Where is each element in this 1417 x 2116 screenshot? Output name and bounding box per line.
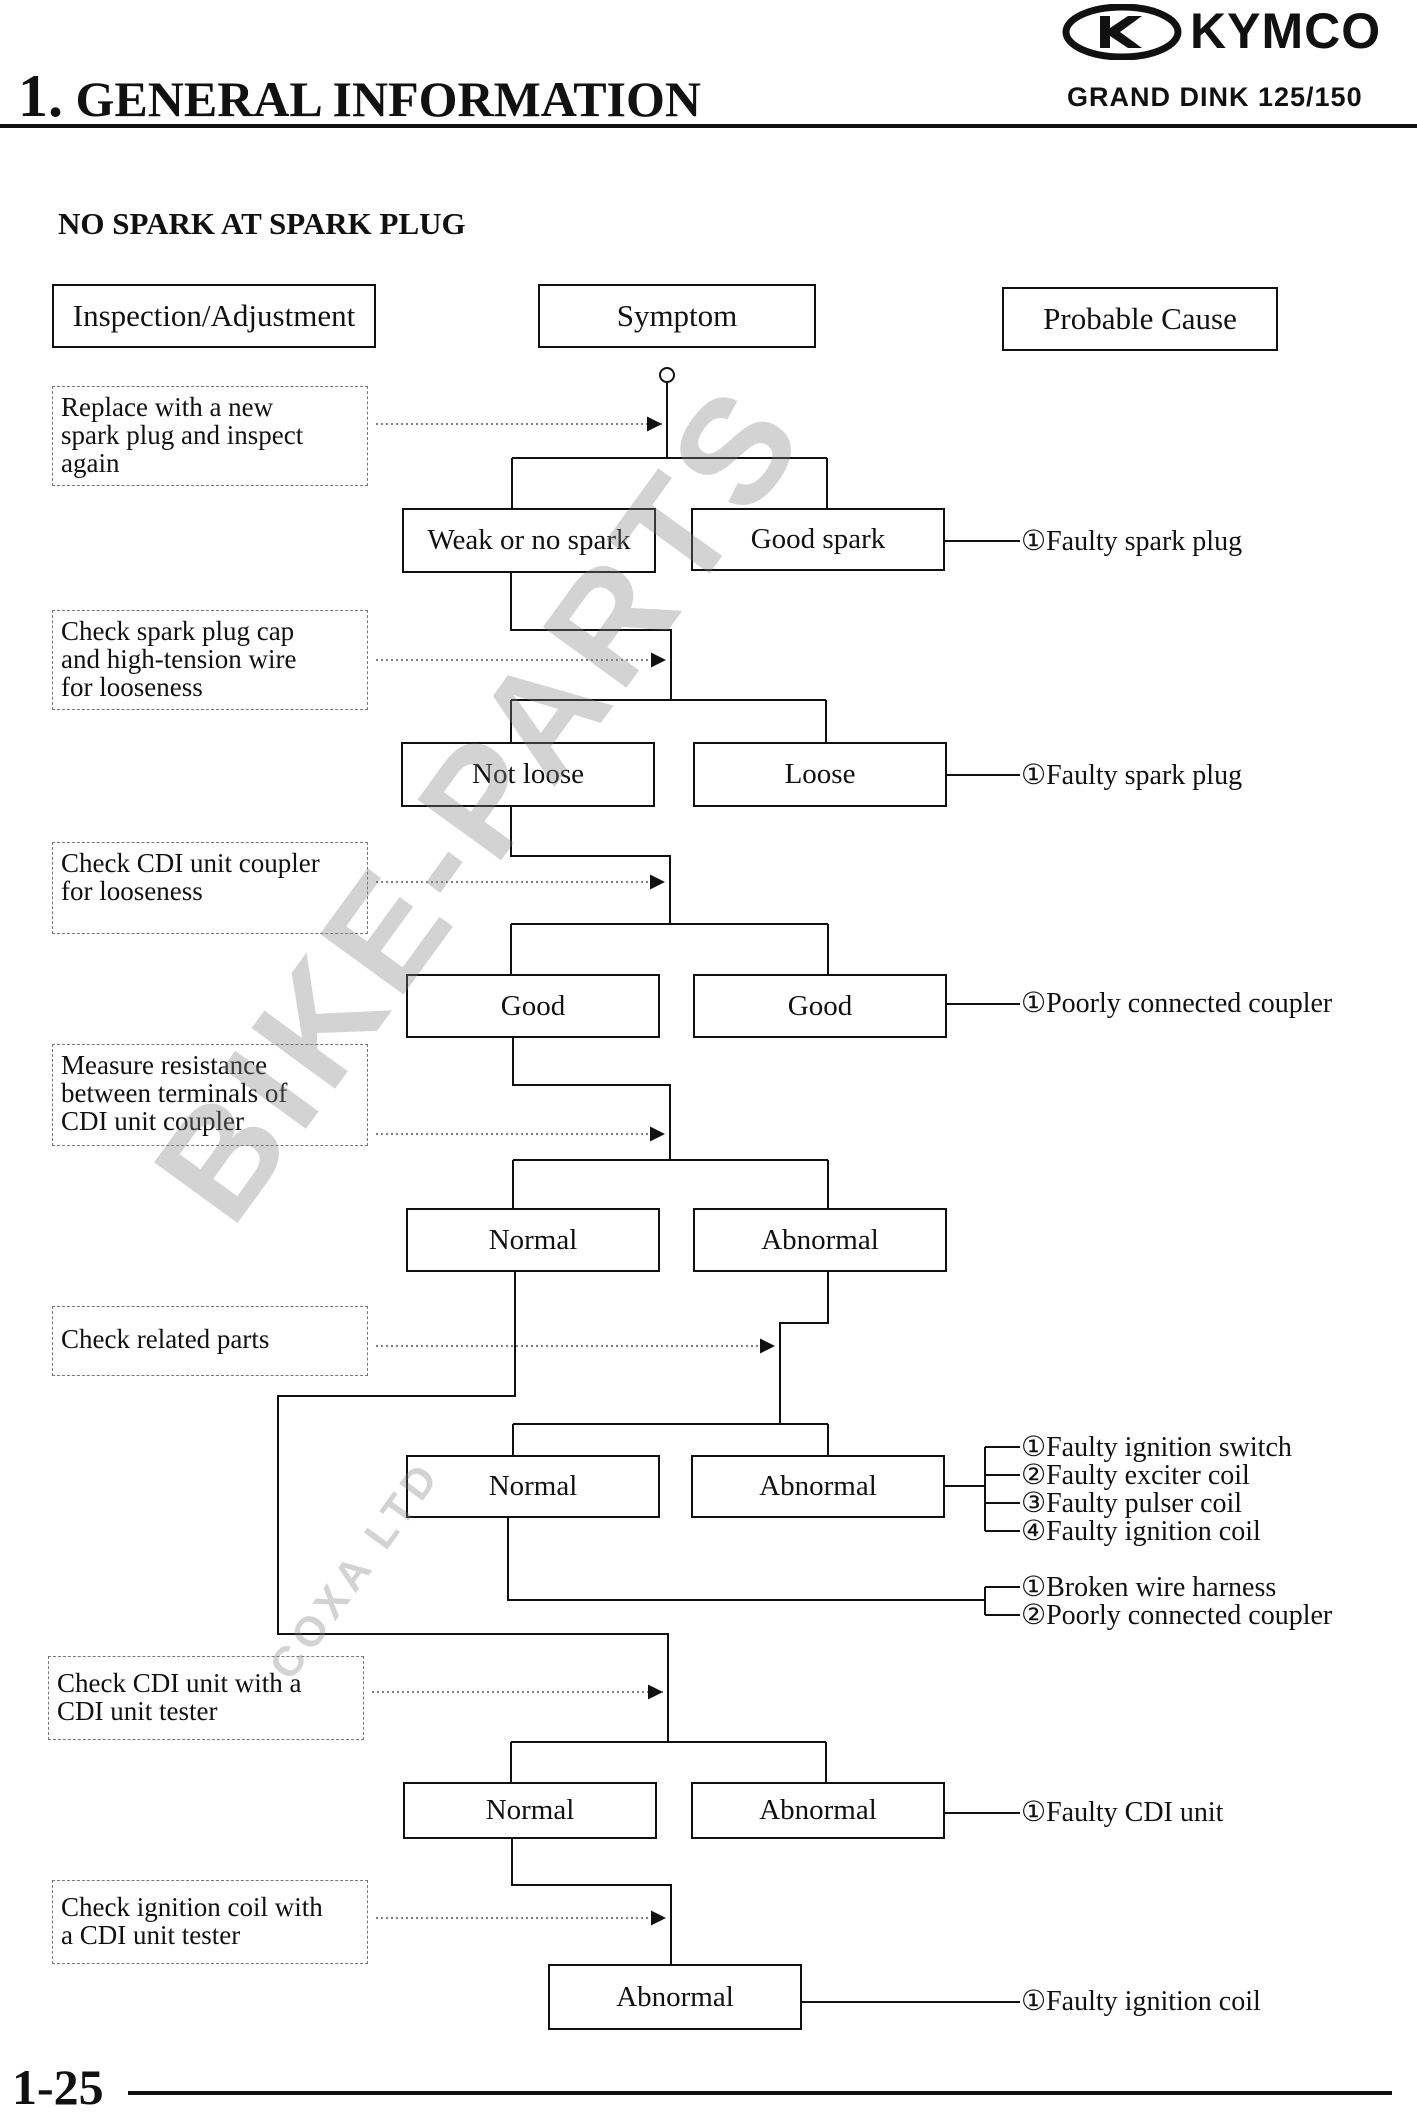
probable-cause: ①Broken wire harness [1021,1572,1277,1603]
symptom-box: Abnormal [691,1455,945,1518]
section-title-text: GENERAL INFORMATION [75,71,702,127]
probable-cause: ①Faulty ignition switch [1021,1432,1292,1463]
symptom-box: Not loose [401,742,655,807]
section-title: 1. GENERAL INFORMATION [18,62,701,131]
model-name: GRAND DINK 125/150 [1067,82,1363,112]
symptom-box: Abnormal [691,1782,945,1839]
probable-cause: ②Poorly connected coupler [1021,1600,1333,1631]
symptom-box: Good [406,974,660,1038]
column-header-cause: Probable Cause [1002,287,1278,351]
probable-cause: ①Faulty spark plug [1021,526,1243,557]
symptom-box: Normal [406,1208,660,1272]
probable-cause: ①Faulty ignition coil [1021,1986,1261,2017]
symptom-box: Normal [403,1782,657,1839]
brand-name: KYMCO [1190,3,1382,59]
page-number: 1-25 [12,2059,104,2115]
symptom-box: Abnormal [693,1208,947,1272]
inspection-step: Check spark plug cap and high-tension wi… [52,610,368,710]
probable-cause: ①Faulty spark plug [1021,760,1243,791]
symptom-box: Normal [406,1455,660,1518]
inspection-step: Replace with a new spark plug and inspec… [52,386,368,486]
column-header-inspection: Inspection/Adjustment [52,284,376,348]
symptom-box: Loose [693,742,947,807]
symptom-box: Weak or no spark [402,508,656,573]
kymco-logo: KYMCO [1062,3,1408,61]
section-number: 1. [18,63,63,129]
inspection-step: Check ignition coil with a CDI unit test… [52,1880,368,1964]
symptom-box: Good [693,974,947,1038]
kymco-emblem-icon [1062,3,1182,61]
inspection-step: Measure resistance between terminals of … [52,1044,368,1146]
header-rule [0,124,1417,128]
probable-cause: ①Faulty CDI unit [1021,1797,1224,1828]
symptom-box: Good spark [691,508,945,571]
inspection-step: Check CDI unit coupler for looseness [52,842,368,934]
inspection-step: Check related parts [52,1306,368,1376]
probable-cause: ③Faulty pulser coil [1021,1488,1243,1519]
probable-cause: ①Poorly connected coupler [1021,988,1333,1019]
page-subtitle: NO SPARK AT SPARK PLUG [58,206,466,241]
symptom-box: Abnormal [548,1964,802,2030]
probable-cause: ②Faulty exciter coil [1021,1460,1250,1491]
column-header-symptom: Symptom [538,284,816,348]
probable-cause: ④Faulty ignition coil [1021,1516,1261,1547]
inspection-step: Check CDI unit with a CDI unit tester [48,1656,364,1740]
